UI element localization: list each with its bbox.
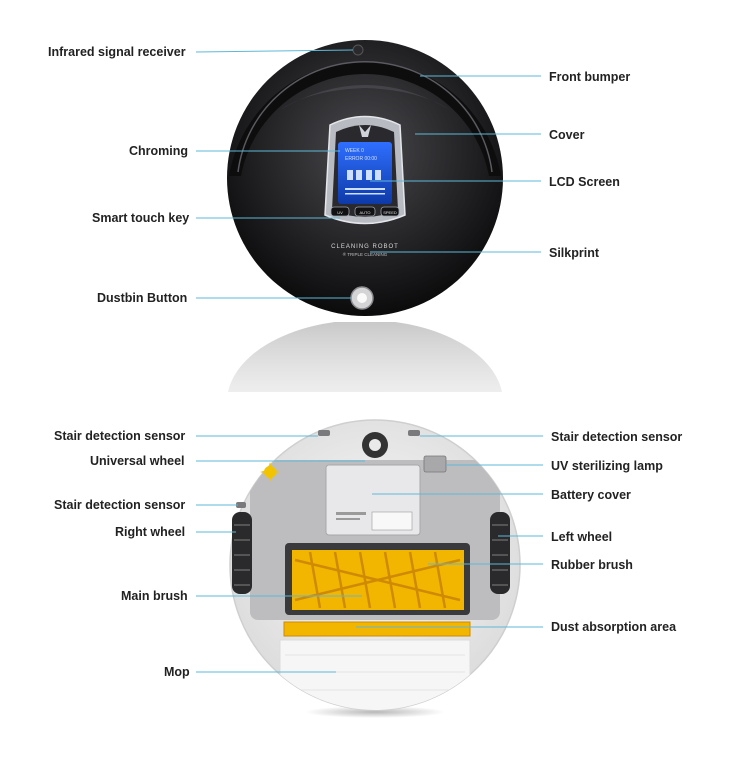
label-main-brush: Main brush	[121, 589, 188, 603]
stair-sensor-left-top-shape	[318, 430, 330, 436]
label-cover: Cover	[549, 128, 585, 142]
bottom-robot	[229, 419, 521, 718]
infrared-receiver-dot	[352, 44, 364, 56]
smart-touch-keys: UV AUTO SPEED	[330, 206, 400, 217]
right-wheel-shape	[232, 512, 252, 594]
leader-lines	[195, 49, 543, 673]
side-brush	[260, 462, 280, 482]
label-right-wheel: Right wheel	[115, 525, 186, 539]
auto-key[interactable]	[354, 206, 376, 217]
bottom-robot-shadow	[305, 706, 445, 718]
lcd-week-text: WEEK 0	[345, 148, 364, 154]
label-stair-detection-sensor-right-top: Stair detection sensor	[551, 430, 683, 444]
leader-infrared-signal-receiver	[195, 49, 354, 53]
main-brush-bristles	[294, 551, 461, 609]
label-front-bumper: Front bumper	[549, 70, 631, 84]
front-bumper-shape	[229, 61, 501, 176]
label-smart-touch-key: Smart touch key	[92, 211, 190, 225]
label-dust-absorption-area: Dust absorption area	[551, 620, 677, 634]
uv-lamp-shape	[423, 455, 447, 473]
top-robot: WEEK 0 ERROR 00:00 UV AUTO SPEED CLEANIN…	[227, 40, 503, 392]
label-infrared-signal-receiver: Infrared signal receiver	[48, 45, 186, 59]
auto-key-label: AUTO	[359, 210, 370, 215]
label-stair-detection-sensor-left-top: Stair detection sensor	[54, 429, 186, 443]
top-robot-reflection	[228, 322, 502, 392]
stair-sensor-left-mid-shape	[236, 502, 246, 508]
lcd-error-text: ERROR 00:00	[345, 156, 377, 162]
label-chroming: Chroming	[129, 144, 189, 158]
uv-key-label: UV	[337, 210, 343, 215]
mop-pad	[279, 639, 471, 710]
silkprint-title: CLEANING ROBOT	[331, 244, 399, 250]
label-rubber-brush: Rubber brush	[551, 558, 633, 572]
dust-absorption-strip	[283, 621, 471, 637]
label-mop: Mop	[164, 665, 190, 679]
label-universal-wheel: Universal wheel	[90, 454, 185, 468]
lcd-digits	[345, 170, 385, 195]
speed-key[interactable]	[380, 206, 400, 217]
label-dustbin-button: Dustbin Button	[97, 291, 188, 305]
label-lcd-screen: LCD Screen	[549, 175, 620, 189]
left-wheel-shape	[490, 512, 510, 594]
uv-key[interactable]	[330, 206, 350, 217]
stair-sensor-right-top-shape	[408, 430, 420, 436]
label-uv-sterilizing-lamp: UV sterilizing lamp	[551, 459, 663, 473]
label-battery-cover: Battery cover	[551, 488, 631, 502]
silkprint-subtitle: ® TRIPLE CLEANING	[343, 251, 388, 257]
speed-key-label: SPEED	[383, 210, 397, 215]
label-stair-detection-sensor-left-mid: Stair detection sensor	[54, 498, 186, 512]
brand-logo-icon	[359, 125, 371, 137]
label-left-wheel: Left wheel	[551, 530, 613, 544]
label-silkprint: Silkprint	[549, 246, 600, 260]
